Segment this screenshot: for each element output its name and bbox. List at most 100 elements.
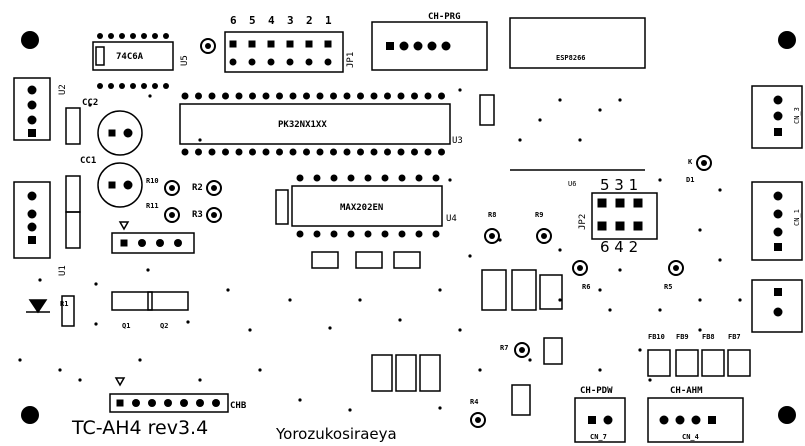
pad — [138, 358, 142, 362]
pad — [116, 399, 124, 407]
pad — [289, 148, 297, 156]
pad — [773, 307, 783, 317]
pad — [558, 248, 562, 252]
pad — [28, 129, 36, 137]
pad — [186, 320, 190, 324]
fb8-label: FB8 — [702, 333, 715, 341]
cn1-connector — [751, 181, 803, 261]
pad — [119, 33, 125, 39]
test-point-ring — [696, 155, 712, 171]
pad — [180, 399, 188, 407]
pad — [138, 239, 146, 247]
pad — [427, 41, 437, 51]
fb10-label: FB10 — [648, 333, 665, 341]
pad — [94, 322, 98, 326]
pad — [438, 148, 445, 156]
u6-label: U6 — [568, 180, 577, 188]
pad — [386, 42, 394, 50]
pad — [598, 288, 602, 292]
pad — [347, 174, 355, 182]
pad — [357, 148, 364, 156]
pad — [181, 148, 189, 156]
pad — [38, 278, 42, 282]
pad — [27, 115, 37, 125]
pad — [397, 148, 405, 156]
fb9-label: FB9 — [676, 333, 689, 341]
jp2-top-pins: 5 3 1 — [600, 176, 639, 194]
pad — [156, 239, 164, 247]
u3-label: U3 — [452, 136, 463, 146]
u2-connector — [13, 77, 51, 141]
test-point-ring — [668, 260, 684, 276]
q2-label: Q2 — [160, 322, 169, 330]
pad — [615, 221, 625, 231]
pad — [518, 138, 522, 142]
ch-prg-label: CH-PRG — [428, 12, 461, 22]
pad — [603, 415, 613, 425]
pad — [148, 94, 152, 98]
pad — [468, 254, 472, 258]
pad — [94, 282, 98, 286]
pad — [615, 198, 625, 208]
pad — [432, 230, 440, 238]
pad — [773, 209, 783, 219]
pad — [226, 288, 230, 292]
pad — [108, 33, 114, 39]
pad — [27, 222, 37, 232]
pad — [370, 92, 378, 100]
pad — [774, 243, 782, 251]
jp1-pin-number: 2 — [306, 14, 313, 27]
pad — [313, 230, 321, 238]
pad — [305, 58, 313, 66]
k-label: K — [688, 158, 693, 166]
test-point-ring — [206, 207, 222, 223]
jp1-pin-number: 1 — [325, 14, 332, 27]
test-point-ring — [514, 342, 530, 358]
pad — [424, 148, 432, 156]
ic-main-label: PK32NX1XX — [278, 120, 327, 130]
pad — [248, 328, 252, 332]
test-point-ring — [484, 228, 500, 244]
pad — [597, 221, 607, 231]
pad — [381, 230, 389, 238]
pad — [384, 92, 391, 100]
pad — [438, 288, 442, 292]
pad — [415, 174, 423, 182]
pad — [88, 103, 92, 107]
pad — [276, 148, 283, 156]
pad — [347, 230, 355, 238]
pad — [328, 326, 332, 330]
pad — [27, 100, 37, 110]
test-point-ring — [200, 38, 216, 54]
pad — [411, 92, 418, 100]
board-title: TC-AH4 rev3.4 — [72, 417, 209, 439]
pad — [538, 118, 542, 122]
pad — [316, 92, 324, 100]
pad — [399, 41, 409, 51]
r6-label: R6 — [582, 283, 591, 291]
pad — [448, 178, 452, 182]
cn-extra-connector — [751, 279, 803, 333]
pad — [330, 148, 337, 156]
pad — [249, 148, 256, 156]
pad — [324, 58, 332, 66]
test-point-ring — [164, 207, 180, 223]
test-point-ring — [572, 260, 588, 276]
d1-label: D1 — [686, 176, 695, 184]
test-point-ring — [536, 228, 552, 244]
pad — [330, 174, 338, 182]
pad — [330, 92, 337, 100]
pad — [698, 328, 702, 332]
pad — [384, 148, 391, 156]
jp2-label: JP2 — [578, 213, 588, 230]
mounting-hole-br — [778, 406, 796, 424]
pad — [528, 358, 532, 362]
pad — [248, 58, 256, 66]
ic-74-label: 74C6A — [116, 52, 144, 62]
pad — [267, 58, 275, 66]
pad — [28, 236, 36, 244]
pad — [108, 83, 114, 89]
u5-label: U5 — [180, 55, 190, 66]
pad — [458, 88, 462, 92]
pad — [108, 129, 116, 137]
